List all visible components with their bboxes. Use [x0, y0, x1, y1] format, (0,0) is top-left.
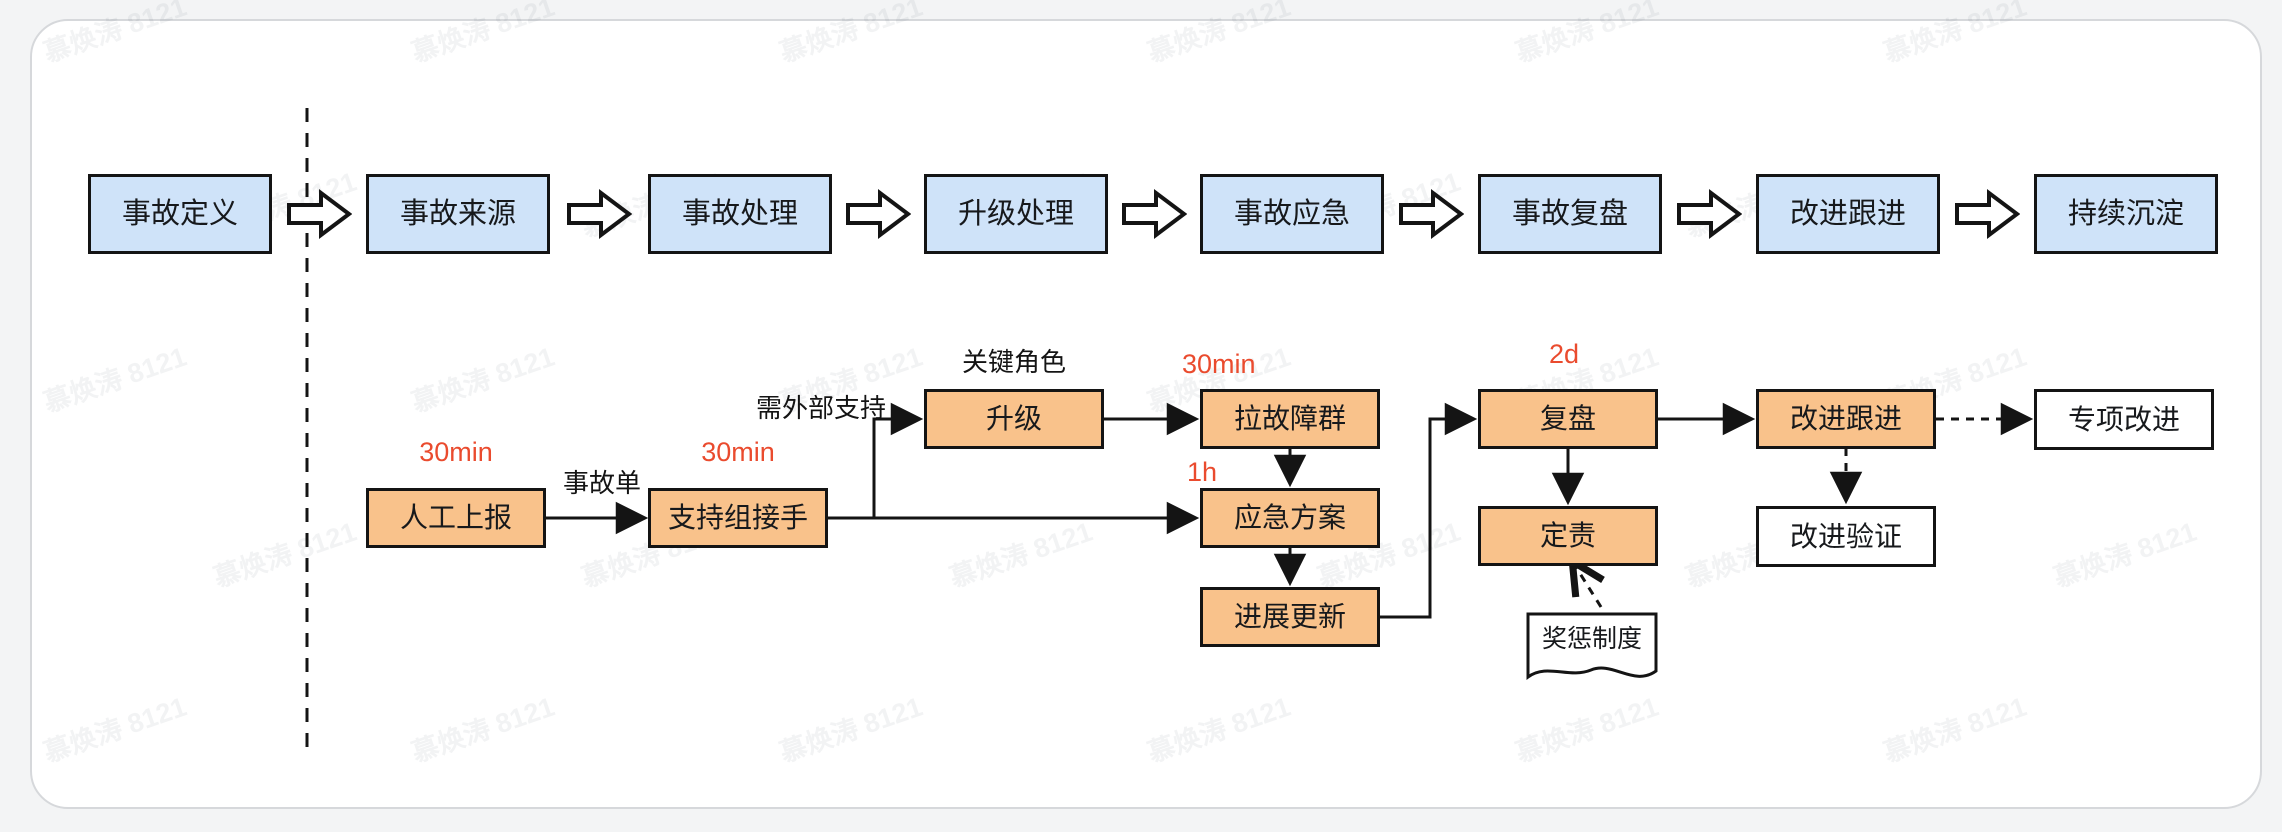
step-label: 事故处理 — [681, 197, 798, 230]
step-incident-source: 事故来源 — [366, 174, 550, 254]
node-improvement-verification: 改进验证 — [1756, 506, 1936, 567]
node-support-takeover: 支持组接手 — [648, 488, 828, 548]
step-label: 升级处理 — [957, 197, 1074, 230]
node-label: 改进验证 — [1789, 520, 1902, 552]
step-label: 事故定义 — [121, 197, 238, 230]
node-label: 人工上报 — [399, 502, 512, 533]
node-label: 支持组接手 — [667, 502, 808, 533]
block-arrow-right-icon — [567, 189, 632, 239]
time-label-support-takeover: 30min — [701, 437, 775, 467]
step-label: 事故来源 — [399, 197, 516, 230]
node-create-incident-group: 拉故障群 — [1200, 389, 1380, 449]
block-arrow-right-icon — [1122, 189, 1187, 239]
block-arrow-right-icon — [1399, 189, 1464, 239]
edge-label-need-external-support: 需外部支持 — [756, 393, 887, 423]
time-label-incident-group: 30min — [1182, 349, 1256, 379]
time-label-manual-report: 30min — [419, 437, 493, 467]
step-incident-emergency: 事故应急 — [1200, 174, 1384, 254]
node-progress-update: 进展更新 — [1200, 587, 1380, 647]
node-label: 定责 — [1539, 520, 1596, 551]
block-arrow-right-icon — [846, 189, 911, 239]
key-role-annotation: 关键角色 — [961, 347, 1066, 377]
block-arrow-right-icon — [1955, 189, 2020, 239]
document-shape-icon — [1526, 612, 1658, 680]
step-continuous-accumulation: 持续沉淀 — [2034, 174, 2218, 254]
node-label: 奖惩制度 — [1541, 625, 1642, 653]
block-arrow-right-icon — [1677, 189, 1742, 239]
node-special-improvement: 专项改进 — [2034, 389, 2214, 450]
node-label: 改进跟进 — [1789, 403, 1902, 434]
step-label: 改进跟进 — [1789, 197, 1906, 230]
node-reward-punishment-doc: 奖惩制度 — [1525, 611, 1659, 687]
node-label: 应急方案 — [1233, 502, 1346, 533]
node-label: 专项改进 — [2067, 403, 2180, 435]
node-improvement-followup: 改进跟进 — [1756, 389, 1936, 449]
time-label-review: 2d — [1549, 339, 1580, 369]
node-label: 复盘 — [1539, 403, 1596, 434]
node-label: 升级 — [985, 403, 1042, 434]
step-label: 事故应急 — [1233, 197, 1350, 230]
edge-label-incident-ticket: 事故单 — [562, 468, 641, 498]
node-label: 拉故障群 — [1233, 403, 1346, 434]
step-incident-definition: 事故定义 — [88, 174, 272, 254]
step-incident-handling: 事故处理 — [648, 174, 832, 254]
node-emergency-plan: 应急方案 — [1200, 488, 1380, 548]
step-label: 持续沉淀 — [2067, 197, 2184, 230]
block-arrow-right-icon — [287, 189, 352, 239]
node-manual-report: 人工上报 — [366, 488, 546, 548]
node-label: 进展更新 — [1233, 601, 1346, 632]
step-label: 事故复盘 — [1511, 197, 1628, 230]
step-escalation-handling: 升级处理 — [924, 174, 1108, 254]
node-escalate: 升级 — [924, 389, 1104, 449]
step-incident-review: 事故复盘 — [1478, 174, 1662, 254]
step-improvement-followup: 改进跟进 — [1756, 174, 1940, 254]
time-label-emergency-plan: 1h — [1187, 457, 1218, 487]
node-assign-responsibility: 定责 — [1478, 506, 1658, 566]
node-review: 复盘 — [1478, 389, 1658, 449]
